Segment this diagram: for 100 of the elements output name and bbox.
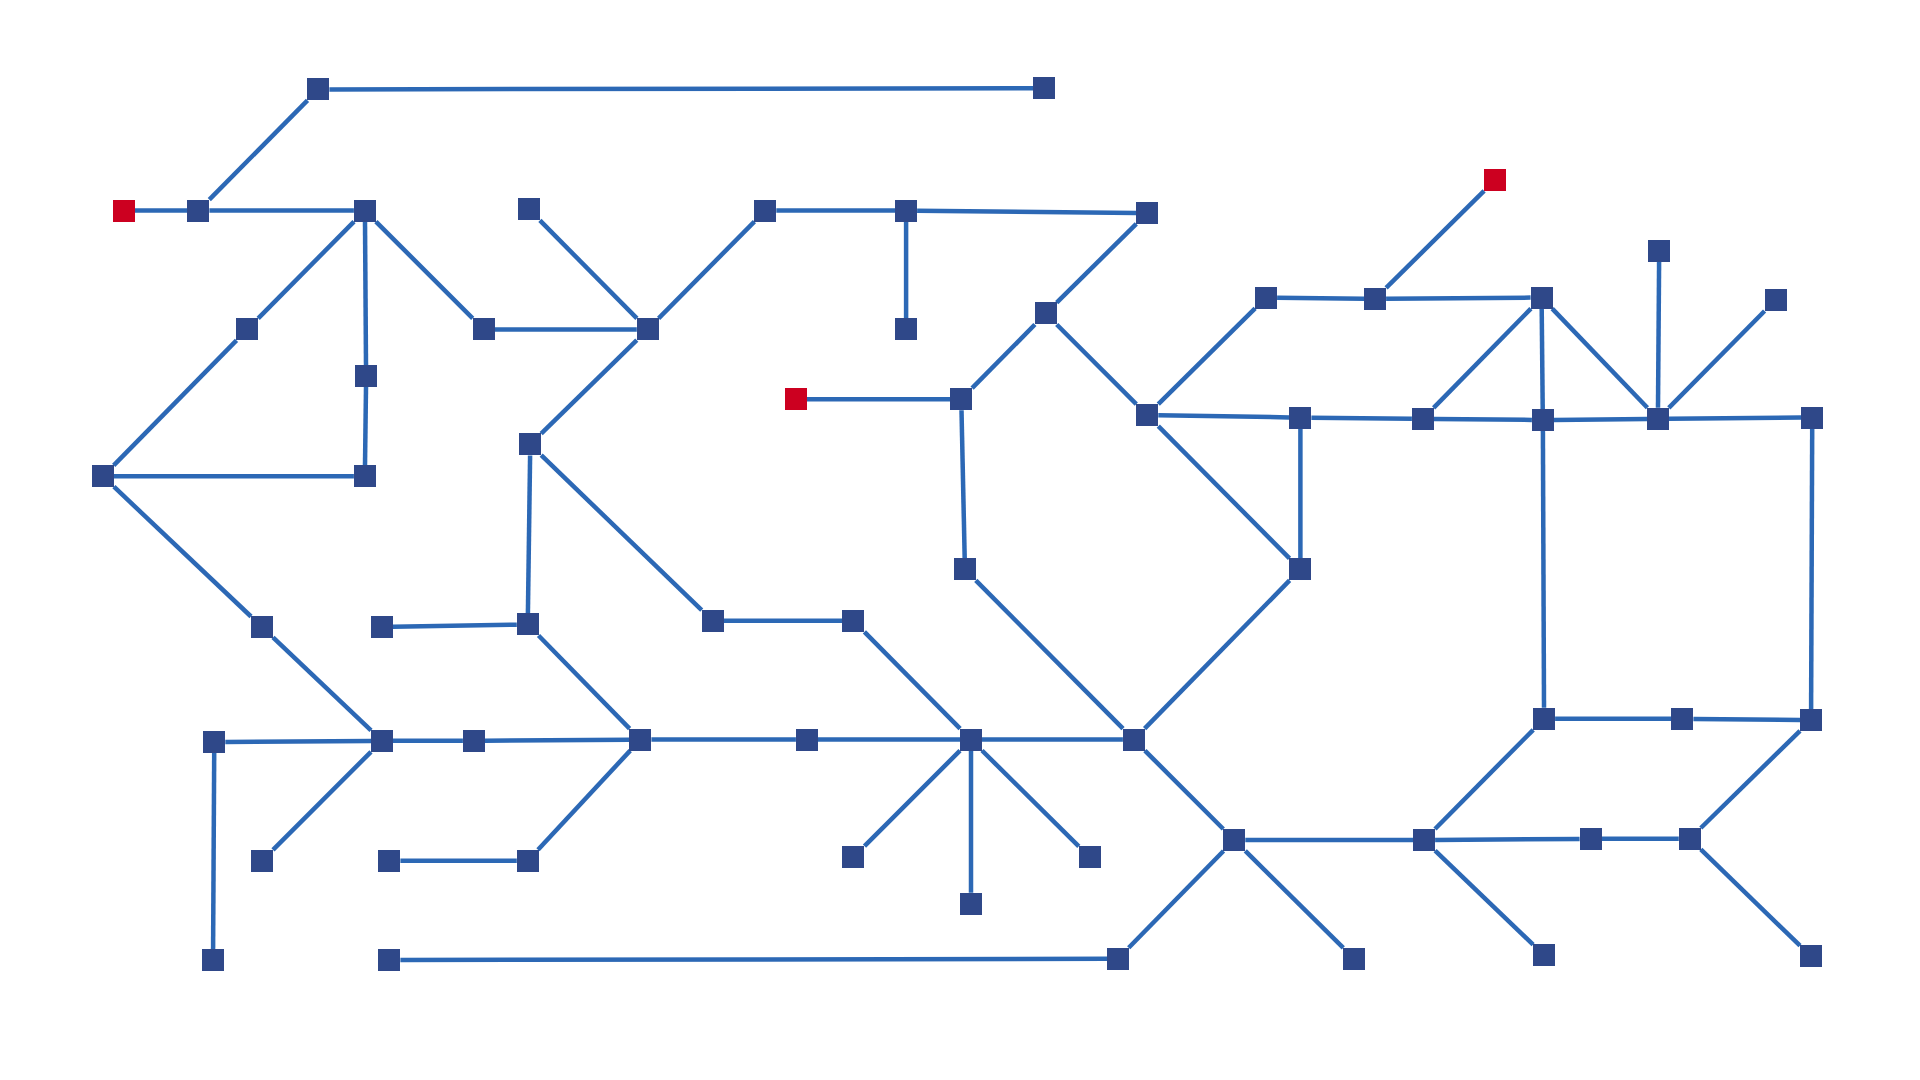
network-node [1122, 728, 1145, 751]
connector-line [1435, 836, 1580, 843]
network-node [1413, 829, 1436, 851]
network-node [91, 465, 114, 488]
connector-line [392, 622, 517, 630]
network-node [1078, 846, 1101, 869]
connector-line [651, 737, 796, 742]
network-node [251, 849, 274, 872]
network-node [960, 892, 982, 915]
connector-line [1553, 416, 1648, 423]
connector-line [538, 218, 639, 320]
network-node [519, 433, 542, 456]
connector-line [362, 386, 369, 466]
connector-line [862, 749, 962, 848]
network-node [1764, 289, 1787, 311]
network-node [353, 465, 376, 488]
connector-line [134, 208, 188, 213]
connector-line [1433, 416, 1532, 423]
connector-line [1433, 728, 1535, 831]
network-node [1801, 406, 1824, 429]
connector-line [271, 750, 373, 852]
network-node [895, 318, 918, 341]
network-node [1136, 404, 1159, 427]
connector-line [1432, 307, 1533, 410]
connector-line [210, 753, 217, 949]
network-node [1533, 944, 1556, 967]
network-node [950, 388, 973, 411]
network-node [378, 949, 401, 971]
network-node [517, 198, 540, 221]
connector-line [1158, 413, 1290, 420]
connector-line [1127, 849, 1226, 950]
connector-line [1699, 729, 1802, 830]
network-node [795, 728, 818, 751]
connector-line [329, 85, 1034, 92]
connector-line [959, 410, 967, 559]
network-node [203, 731, 226, 754]
connector-line [112, 338, 239, 467]
connector-line [817, 737, 960, 742]
connector-line [1669, 415, 1802, 421]
network-node [1223, 829, 1246, 851]
network-node [636, 318, 659, 341]
marked-node [112, 199, 135, 222]
network-node [1646, 407, 1669, 430]
network-node [187, 199, 210, 222]
network-node [1136, 202, 1159, 225]
connector-line [980, 748, 1081, 848]
connector-line [903, 221, 909, 319]
connector-line [970, 322, 1037, 390]
network-node [1289, 406, 1312, 429]
connector-line [256, 220, 356, 320]
connector-line [400, 956, 1107, 963]
network-node [516, 613, 539, 636]
network-node [1800, 709, 1822, 731]
network-node [472, 318, 495, 341]
network-node [629, 728, 652, 751]
connector-line [657, 220, 756, 320]
connector-line [539, 338, 639, 436]
network-node [960, 728, 982, 751]
connector-line [1540, 431, 1547, 708]
network-node [1255, 286, 1278, 309]
network-node [355, 364, 378, 387]
connector-line [1386, 295, 1531, 301]
network-node [378, 849, 401, 872]
network-node [1800, 945, 1822, 968]
connector-line [374, 220, 475, 320]
network-node [1533, 707, 1556, 730]
connector-line [917, 208, 1137, 216]
connector-line [1433, 848, 1535, 947]
network-node [1343, 947, 1366, 970]
connector-line [1384, 189, 1486, 290]
network-node [1034, 302, 1057, 325]
network-node [1579, 827, 1602, 850]
network-node [353, 199, 376, 222]
network-node [307, 78, 330, 101]
connector-line [1655, 262, 1662, 408]
network-node [842, 609, 865, 632]
connector-line [536, 749, 632, 852]
connector-line [982, 737, 1123, 742]
connector-line [1156, 306, 1257, 406]
connector-line [1243, 849, 1345, 950]
network-node [202, 949, 225, 971]
network-node [516, 849, 539, 872]
connector-line [1055, 222, 1138, 305]
connector-line [113, 474, 354, 479]
network-node [1648, 240, 1671, 262]
connector-line [723, 618, 843, 624]
network-node [236, 318, 259, 341]
connector-line [806, 396, 951, 402]
connector-line [974, 578, 1125, 731]
connector-line [525, 455, 533, 614]
connector-line [1539, 308, 1545, 410]
network-node [895, 199, 918, 222]
network-node [251, 615, 274, 638]
network-node [1411, 407, 1434, 430]
connector-line [1245, 837, 1414, 843]
network-node [371, 615, 394, 638]
connector-line [1298, 428, 1303, 559]
connector-line [112, 485, 253, 619]
connector-line [776, 208, 896, 213]
network-node [1530, 286, 1553, 309]
